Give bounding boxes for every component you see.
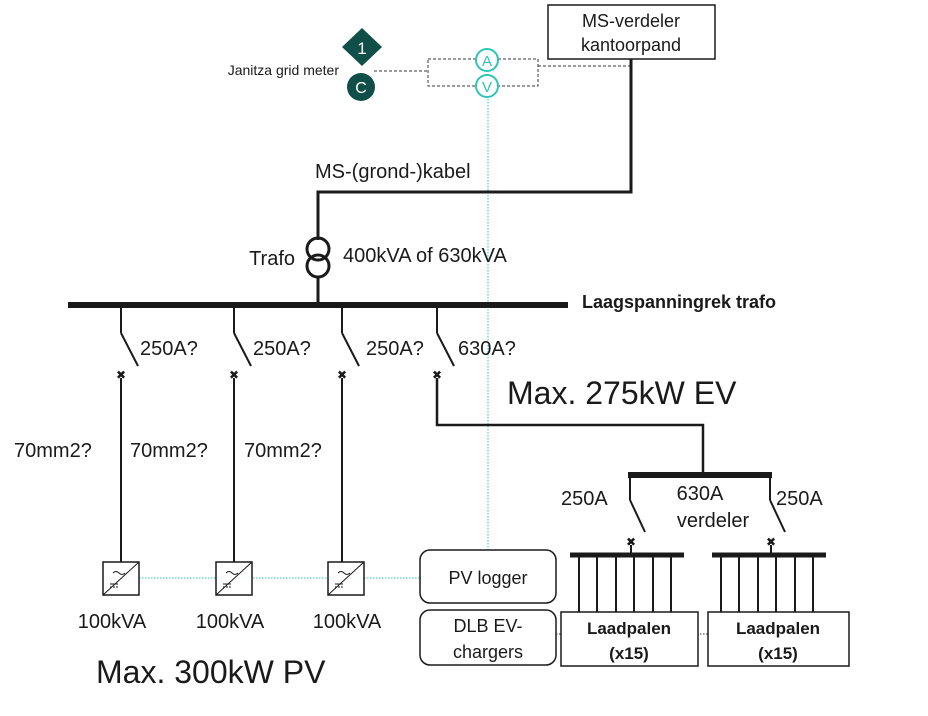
pv-feeder-1: ✖ (116, 308, 139, 562)
meter-circle-icon: C (347, 73, 375, 101)
pv-logger-label: PV logger (448, 568, 527, 588)
feeder-2-cable: 70mm2? (130, 440, 208, 462)
breaker-x-icon: ✖ (337, 368, 347, 382)
laadpalen-box-2 (707, 611, 850, 667)
ms-verdeler-line2: kantoorpand (581, 35, 681, 55)
inverter-1-rating: 100kVA (78, 611, 147, 633)
busbar-label: Laagspanningrek trafo (582, 292, 776, 312)
dlb-line2: chargers (453, 642, 523, 662)
ms-cable (316, 59, 633, 240)
ev-sub-feeder-left: ✖ (570, 478, 684, 612)
ev-center-line2: verdeler (677, 510, 750, 532)
breaker-switch-icon (436, 332, 455, 367)
meter-diamond-label: 1 (357, 39, 366, 58)
breaker-x-icon: ✖ (766, 535, 776, 549)
laadpalen-1-line2: (x15) (609, 644, 649, 663)
feeder-3-cable: 70mm2? (244, 440, 322, 462)
feeder-3-breaker: 250A? (366, 338, 424, 360)
pv-logger-box (419, 549, 557, 604)
inverter-icon (215, 561, 253, 596)
breaker-switch-icon (120, 332, 139, 367)
ev-max-label: Max. 275kW EV (507, 375, 737, 411)
breaker-x-icon: ✖ (626, 535, 636, 549)
laadpalen-1-line1: Laadpalen (587, 619, 671, 638)
trafo-label: Trafo (249, 248, 295, 270)
ev-feeder-breaker: 630A? (458, 338, 516, 360)
ev-feeder: ✖ (432, 308, 705, 475)
laadpalen-2-line1: Laadpalen (736, 619, 820, 638)
current-transformer-icon: A (475, 48, 499, 72)
laadpalen-2-line2: (x15) (758, 644, 798, 663)
dlb-line1: DLB EV- (453, 616, 522, 636)
inverter-3-rating: 100kVA (313, 611, 382, 633)
laadpalen-box-1 (560, 611, 699, 667)
ev-left-breaker: 250A (561, 488, 608, 510)
breaker-x-icon: ✖ (229, 368, 239, 382)
meter-diamond-icon: 1 (342, 28, 382, 66)
breaker-switch-icon (769, 499, 786, 533)
trafo-rating: 400kVA of 630kVA (343, 245, 507, 267)
inverter-2-rating: 100kVA (196, 611, 265, 633)
meter-circle-label: C (355, 80, 367, 97)
voltage-transformer-icon: V (475, 74, 499, 98)
breaker-x-icon: ✖ (432, 368, 442, 382)
breaker-x-icon: ✖ (116, 368, 126, 382)
transformer-icon (305, 236, 331, 279)
ms-cable-label: MS-(grond-)kabel (315, 161, 471, 183)
breaker-switch-icon (629, 499, 646, 533)
ev-center-line1: 630A (677, 483, 724, 505)
ct-label: A (482, 53, 492, 70)
ev-right-breaker: 250A (776, 488, 823, 510)
ev-sub-feeder-right: ✖ (712, 478, 826, 612)
feeder-1-breaker: 250A? (140, 338, 198, 360)
pv-max-label: Max. 300kW PV (96, 654, 326, 690)
breaker-switch-icon (233, 332, 252, 367)
pv-feeder-3: ✖ (337, 308, 360, 562)
feeder-1-cable: 70mm2? (14, 440, 92, 462)
pv-feeder-2: ✖ (229, 308, 252, 562)
inverter-icon (327, 561, 365, 596)
dlb-box (419, 609, 557, 666)
feeder-2-breaker: 250A? (253, 338, 311, 360)
meter-label: Janitza grid meter (228, 62, 340, 78)
inverter-icon (102, 561, 140, 596)
breaker-switch-icon (341, 332, 360, 367)
vt-label: V (482, 79, 492, 96)
ms-verdeler-line1: MS-verdeler (582, 11, 680, 31)
